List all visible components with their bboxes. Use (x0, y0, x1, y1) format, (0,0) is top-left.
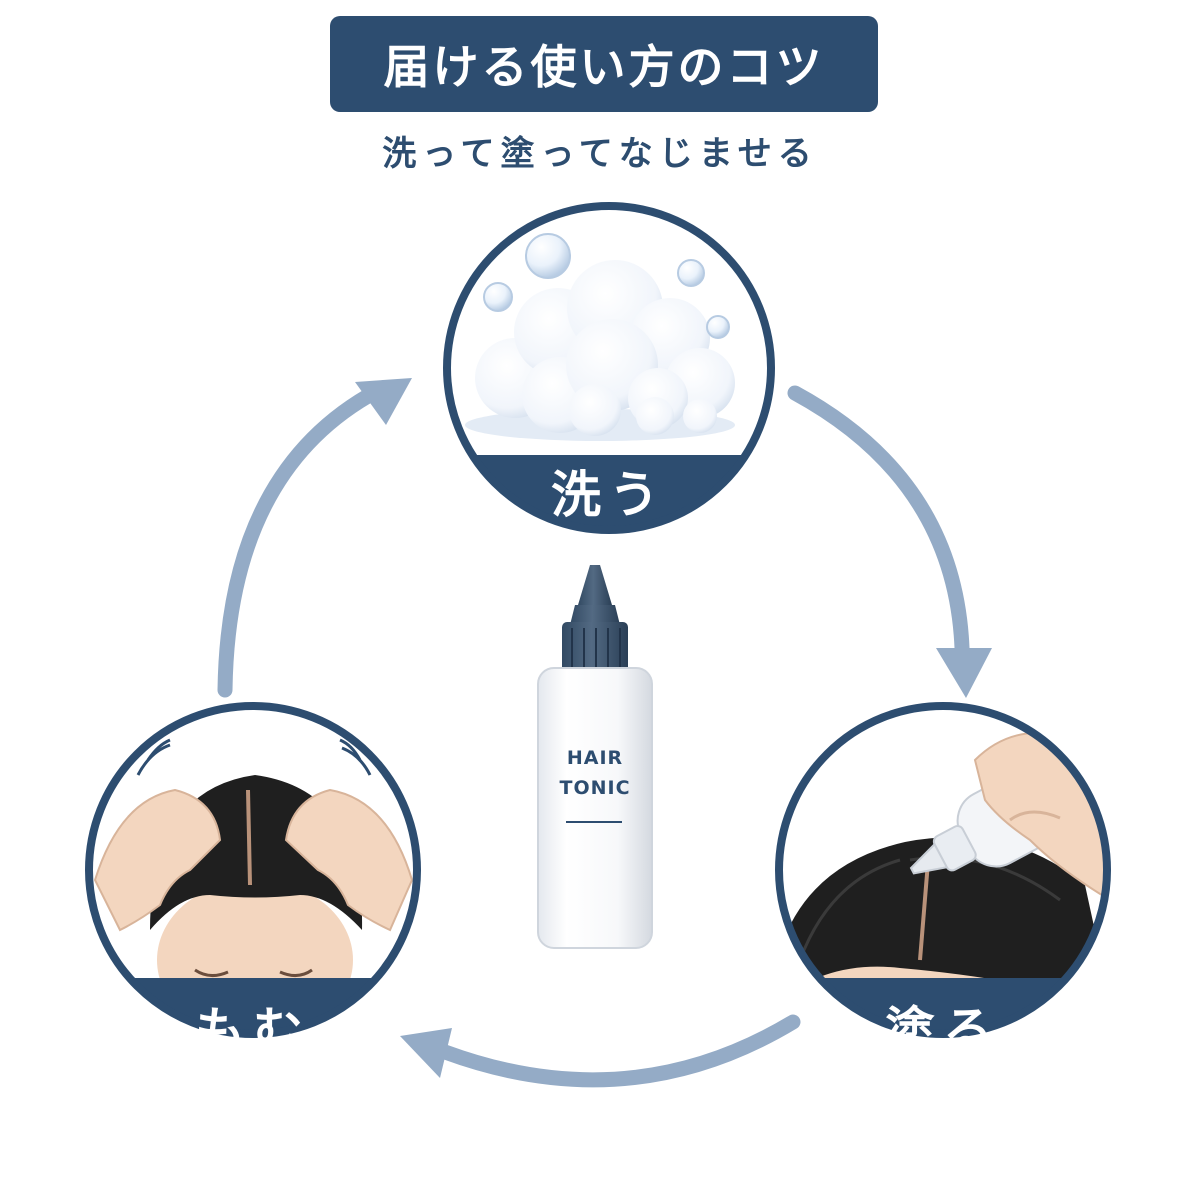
step-label-apply: 塗る (885, 1002, 1001, 1060)
cycle-arrow-wash-to-apply (787, 385, 992, 698)
page-title: 届ける使い方のコツ (383, 40, 825, 94)
bottle-label-line1: HAIR (567, 747, 623, 769)
step-apply: 塗る (775, 702, 1111, 1060)
step-massage: もむ (85, 702, 421, 1060)
step-label-massage: もむ (195, 1002, 311, 1060)
cycle-arrow-apply-to-massage (400, 1014, 801, 1088)
hair-tonic-bottle: HAIR TONIC (537, 565, 653, 949)
step-label-wash: 洗う (551, 466, 667, 524)
foam-bubbles-icon (465, 233, 735, 441)
step-wash: 洗う (443, 202, 775, 534)
cycle-arrow-massage-to-wash (217, 378, 412, 698)
title-banner: 届ける使い方のコツ (330, 16, 878, 112)
page-subtitle: 洗って塗ってなじませる (382, 134, 818, 174)
bottle-label-line2: TONIC (559, 777, 630, 799)
